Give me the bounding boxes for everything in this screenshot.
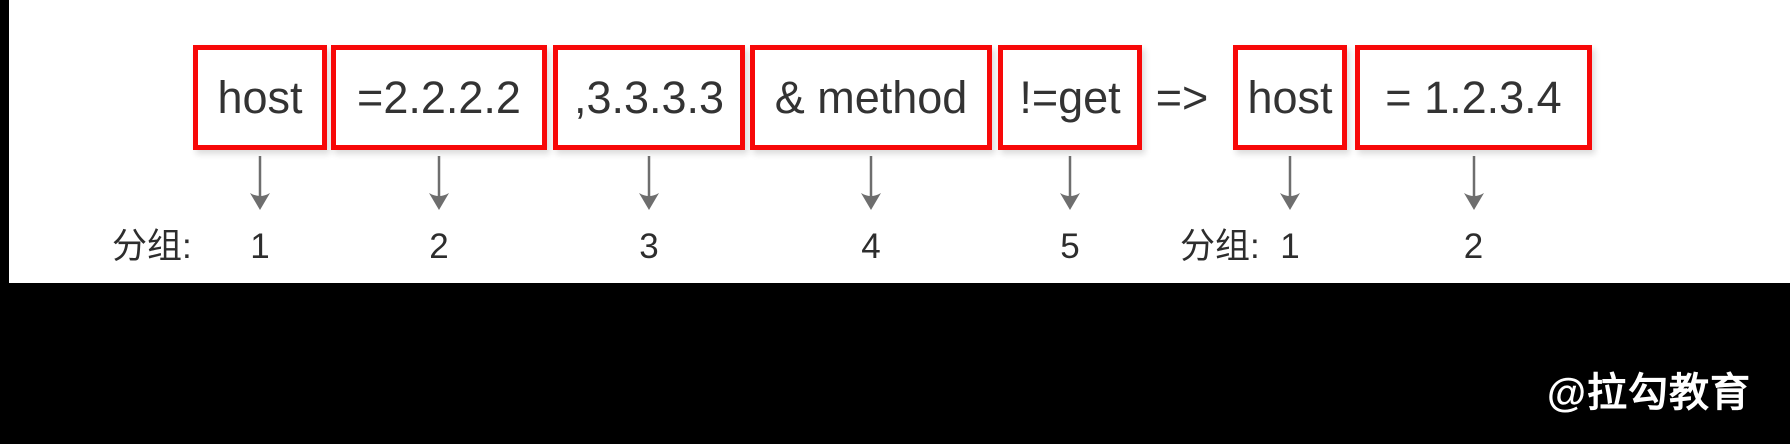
token-label: host xyxy=(217,71,303,123)
watermark-text: @拉勾教育 xyxy=(1547,371,1752,415)
match-token-box: ,3.3.3.3 xyxy=(553,45,745,150)
down-arrow-icon xyxy=(248,156,272,210)
token-label: & method xyxy=(774,71,968,123)
footer-band xyxy=(0,283,1790,444)
token-label: =2.2.2.2 xyxy=(357,71,521,123)
group-number: 5 xyxy=(1060,227,1080,266)
token-label: ,3.3.3.3 xyxy=(573,71,725,123)
action-token-box: host xyxy=(1233,45,1347,150)
down-arrow-icon xyxy=(1278,156,1302,210)
match-token-box: & method xyxy=(750,45,992,150)
down-arrow-icon xyxy=(427,156,451,210)
left-edge-strip xyxy=(0,0,9,444)
match-token-box: !=get xyxy=(998,45,1142,150)
group-label-right: 分组: xyxy=(1180,227,1260,266)
token-label: host xyxy=(1247,71,1333,123)
group-number: 4 xyxy=(861,227,881,266)
group-number: 1 xyxy=(1280,227,1300,266)
group-number: 2 xyxy=(429,227,449,266)
group-number: 2 xyxy=(1463,227,1484,266)
down-arrow-icon xyxy=(637,156,661,210)
down-arrow-icon xyxy=(1058,156,1082,210)
action-token-box: = 1.2.3.4 xyxy=(1355,45,1592,150)
down-arrow-icon xyxy=(1462,156,1486,210)
token-label: = 1.2.3.4 xyxy=(1385,71,1562,123)
down-arrow-icon xyxy=(859,156,883,210)
group-number: 1 xyxy=(250,227,270,266)
match-token-box: =2.2.2.2 xyxy=(331,45,547,150)
match-token-box: host xyxy=(193,45,327,150)
arrow-operator-text: => xyxy=(1155,71,1209,123)
group-label-left: 分组: xyxy=(112,227,192,266)
token-label: !=get xyxy=(1019,71,1121,123)
group-number: 3 xyxy=(639,227,659,266)
